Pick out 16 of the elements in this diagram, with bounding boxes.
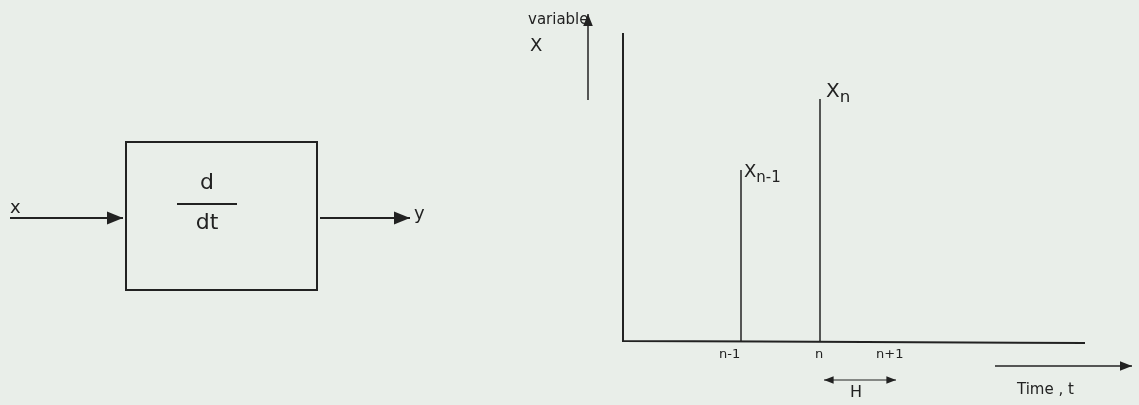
arrow [319,211,411,225]
value-label: X$_{n}$ [826,80,851,106]
axis-label: variable [528,12,589,27]
value-label: X$_{n-1}$ [744,162,781,185]
tick-label: n+1 [876,347,904,360]
derivative-block [125,141,318,291]
axis-label: X [530,36,543,54]
arrow [9,211,124,225]
tick-label: n-1 [719,347,741,360]
input-label: x [10,198,21,216]
dimension-label: H [850,384,863,400]
output-label: y [414,204,425,222]
axis-label: Time , t [1017,382,1074,397]
tick-label: n [815,347,824,360]
denominator-text: dt [194,211,220,233]
numerator-text: d [199,171,215,193]
